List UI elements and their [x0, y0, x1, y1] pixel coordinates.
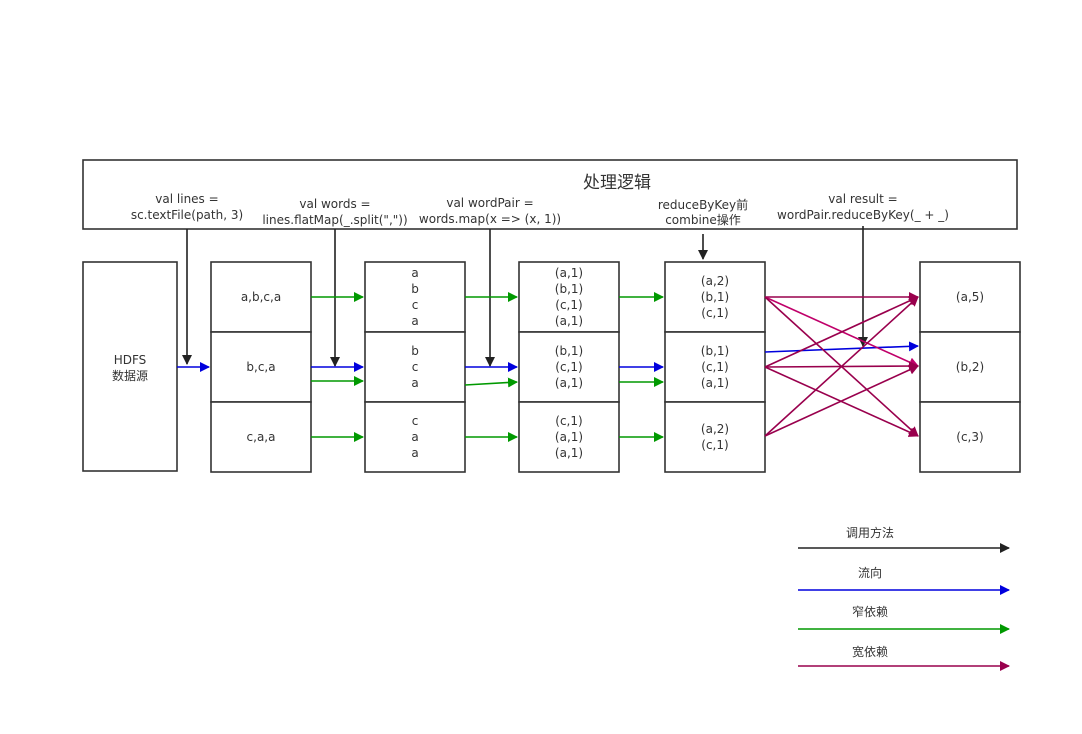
- code-wordpair-2: words.map(x => (x, 1)): [419, 212, 561, 226]
- lines-partition-2-line-0: c,a,a: [247, 430, 276, 444]
- code-result-1: val result =: [828, 192, 897, 206]
- pairs-partition-1-line-2: (a,1): [555, 376, 583, 390]
- code-combine-2: combine操作: [665, 212, 741, 227]
- legend-item-flow: 流向: [798, 565, 1010, 595]
- legend-label-flow: 流向: [858, 565, 882, 580]
- lines-partition-1-line-0: b,c,a: [246, 360, 275, 374]
- words-partition-0-line-0: a: [411, 266, 418, 280]
- combined-partition-1-line-1: (c,1): [701, 360, 728, 374]
- flow-arrow-combined-result: [764, 341, 919, 353]
- words-partition-1-line-2: a: [411, 376, 418, 390]
- wide-arrow-2-0: [764, 296, 919, 437]
- lines-partition-0-line-0: a,b,c,a: [241, 290, 281, 304]
- code-lines-1: val lines =: [155, 192, 218, 206]
- combined-partition-0-line-2: (c,1): [701, 306, 728, 320]
- result-partition-2-line-0: (c,3): [956, 430, 983, 444]
- words-partition-1-line-0: b: [411, 344, 419, 358]
- words-partition-0-line-1: b: [411, 282, 419, 296]
- combined-partition-0: [664, 261, 766, 333]
- legend-item-narrow: 窄依赖: [798, 604, 1010, 634]
- result-partition-1-line-0: (b,2): [956, 360, 984, 374]
- words-partition-0-line-3: a: [411, 314, 418, 328]
- pairs-partition-1-line-0: (b,1): [555, 344, 583, 358]
- pairs-partition-0-line-0: (a,1): [555, 266, 583, 280]
- lines-partition-2: [210, 401, 312, 473]
- combined-partition-0-line-0: (a,2): [701, 274, 729, 288]
- hdfs-label-2: 数据源: [112, 368, 148, 383]
- legend-label-wide: 宽依赖: [852, 644, 888, 659]
- pairs-partition-0-line-1: (b,1): [555, 282, 583, 296]
- legend-item-wide: 宽依赖: [798, 644, 1010, 671]
- words-partition-2-line-1: a: [411, 430, 418, 444]
- combined-partition-2: [664, 401, 766, 473]
- narrow-arrow-words-pairs-1: [464, 377, 518, 388]
- code-words-2: lines.flatMap(_.split(",")): [262, 213, 407, 227]
- pairs-partition-1-line-1: (c,1): [555, 360, 582, 374]
- combined-partition-2-line-0: (a,2): [701, 422, 729, 436]
- words-partition-2-line-0: c: [412, 414, 419, 428]
- logic-title: 处理逻辑: [583, 173, 651, 193]
- combined-partition-0-line-1: (b,1): [701, 290, 729, 304]
- lines-partition-0: [210, 261, 312, 333]
- code-result-2: wordPair.reduceByKey(_ + _): [777, 208, 949, 222]
- combined-partition-1-line-0: (b,1): [701, 344, 729, 358]
- wide-arrow-2-1: [764, 365, 919, 437]
- column-result: (a,5) (b,2) (c,3): [919, 261, 1021, 473]
- words-partition-0: [364, 261, 466, 333]
- logic-header-box: [82, 159, 1018, 230]
- pairs-partition-2-line-0: (c,1): [555, 414, 582, 428]
- pairs-partition-0-line-2: (c,1): [555, 298, 582, 312]
- result-partition-0: [919, 261, 1021, 333]
- wide-arrow-1-0: [764, 296, 919, 368]
- result-partition-2: [919, 401, 1021, 473]
- words-partition-2-line-2: a: [411, 446, 418, 460]
- column-combined: (a,2) (b,1) (c,1) (b,1) (c,1) (a,1) (a,2) (c,1): [664, 261, 766, 473]
- code-wordpair-1: val wordPair =: [446, 196, 533, 210]
- result-partition-0-line-0: (a,5): [956, 290, 984, 304]
- words-partition-2: [364, 401, 466, 473]
- legend-label-narrow: 窄依赖: [852, 604, 888, 619]
- pairs-partition-2-line-1: (a,1): [555, 430, 583, 444]
- code-words-1: val words =: [299, 197, 370, 211]
- pairs-partition-2-line-2: (a,1): [555, 446, 583, 460]
- code-lines-2: sc.textFile(path, 3): [131, 208, 243, 222]
- hdfs-source-box: [82, 261, 178, 472]
- column-pairs: (a,1) (b,1) (c,1) (a,1) (b,1) (c,1) (a,1) (c,1)…: [518, 261, 620, 473]
- pairs-partition-1: [518, 331, 620, 403]
- pairs-partition-0-line-3: (a,1): [555, 314, 583, 328]
- combined-partition-1-line-2: (a,1): [701, 376, 729, 390]
- combined-partition-2-line-1: (c,1): [701, 438, 728, 452]
- legend-item-call: 调用方法: [798, 525, 1010, 553]
- hdfs-label-1: HDFS: [114, 353, 147, 367]
- words-partition-0-line-2: c: [412, 298, 419, 312]
- legend-label-call: 调用方法: [846, 525, 894, 540]
- column-lines: a,b,c,a b,c,a c,a,a: [210, 261, 312, 473]
- code-combine-1: reduceByKey前: [658, 197, 748, 212]
- words-partition-1-line-1: c: [412, 360, 419, 374]
